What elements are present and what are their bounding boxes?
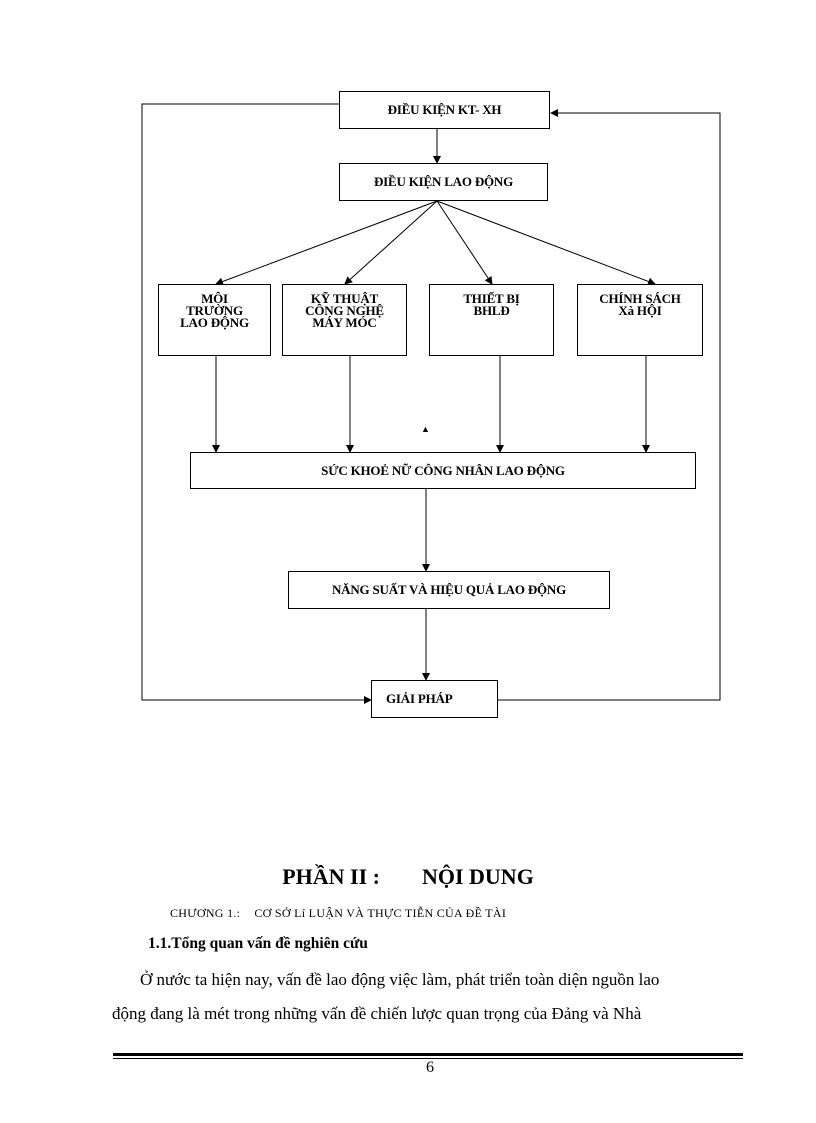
section-title: 1.1.Tổng quan vấn đề nghiên cứu xyxy=(148,935,368,952)
arrow-dkld-to-moitruong xyxy=(215,200,438,286)
box-giai-phap: GIẢI PHÁP xyxy=(371,680,498,718)
part-label: PHẦN II : xyxy=(282,864,380,889)
box-chinh-sach-xa-hoi: CHÍNH SÁCH Xà HỘI xyxy=(577,284,703,356)
box-ky-thuat-cong-nghe: KỸ THUẬT CÔNG NGHỆ MÁY MÓC xyxy=(282,284,407,356)
paragraph-line-2: động đang là mét trong những vấn đề chiế… xyxy=(112,1004,642,1023)
stray-triangle-marker: ▲ xyxy=(421,424,430,434)
box-dieu-kien-lao-dong: ĐIỀU KIỆN LAO ĐỘNG xyxy=(339,163,548,201)
page-number: 6 xyxy=(426,1059,434,1076)
arrow-dkld-to-thietbi xyxy=(436,200,493,285)
box-nang-suat: NĂNG SUẤT VÀ HIỆU QUẢ LAO ĐỘNG xyxy=(288,571,610,609)
box-moi-truong-lao-dong: MÔI TRƯỜNG LAO ĐỘNG xyxy=(158,284,271,356)
box-thiet-bi-bhld: THIẾT BỊ BHLĐ xyxy=(429,284,554,356)
footer-rule-thin xyxy=(113,1058,743,1059)
flow-diagram-connectors xyxy=(141,103,721,704)
loop-right-giaiphap-to-ktxh xyxy=(498,109,721,701)
paragraph-line-1: Ở nước ta hiện nay, vấn đề lao động việc… xyxy=(140,970,660,989)
arrow-dkld-to-chinhsach xyxy=(436,200,656,286)
loop-left-ktxh-to-giaiphap xyxy=(141,103,372,704)
part-title: NỘI DUNG xyxy=(421,864,534,889)
part-heading: PHẦN II : NỘI DUNG xyxy=(0,864,816,890)
footer-rule-thick xyxy=(113,1053,743,1056)
box-suc-khoe: SỨC KHOẺ NỮ CÔNG NHÂN LAO ĐỘNG xyxy=(190,452,696,489)
chapter-heading: CHƯƠNG 1.: CƠ SỞ Lí LUẬN VÀ THỰC TIỄN CỦA… xyxy=(170,906,506,921)
chapter-title: CƠ SỞ Lí LUẬN VÀ THỰC TIỄN CỦA ĐỀ TÀI xyxy=(254,906,507,920)
arrow-dkld-to-kythuat xyxy=(344,200,438,285)
box-dieu-kien-kt-xh: ĐIỀU KIỆN KT- XH xyxy=(339,91,550,129)
chapter-number: CHƯƠNG 1.: xyxy=(170,906,241,920)
